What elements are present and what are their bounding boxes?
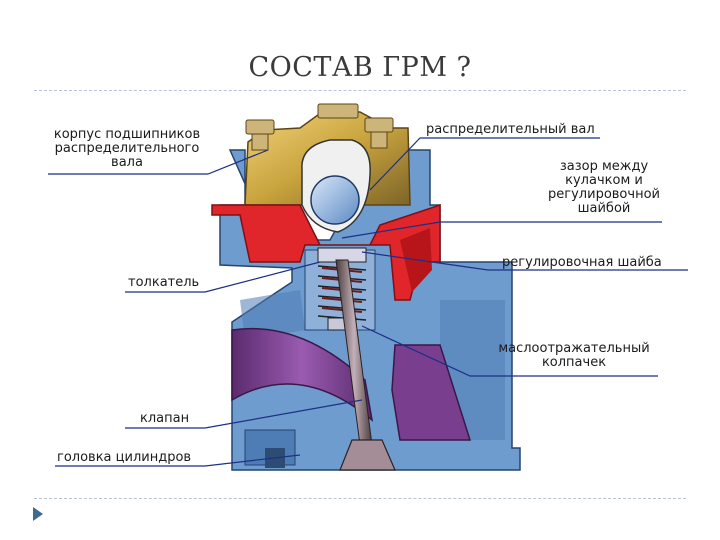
label-gap: зазор между кулачком и регулировочной ша… xyxy=(548,159,660,216)
bottom-divider xyxy=(34,498,686,499)
slide-title: СОСТАВ ГРМ ? xyxy=(248,52,472,83)
label-shim: регулировочная шайба xyxy=(502,255,662,270)
label-camshaft: распределительный вал xyxy=(426,122,595,137)
valve-head xyxy=(339,439,396,471)
label-bearing-housing: корпус подшипников распределительного ва… xyxy=(53,127,201,170)
red-head-section xyxy=(211,203,441,301)
intake-port xyxy=(231,327,374,422)
top-divider xyxy=(34,90,686,91)
leader-lines xyxy=(48,137,688,467)
label-head: головка цилиндров xyxy=(57,450,192,465)
label-valve: клапан xyxy=(140,411,190,426)
camshaft-circle xyxy=(310,175,360,225)
label-tappet: толкатель xyxy=(128,275,200,290)
label-seal: маслоотражательный колпачек xyxy=(498,341,650,370)
bullet-arrow-icon xyxy=(33,507,43,521)
